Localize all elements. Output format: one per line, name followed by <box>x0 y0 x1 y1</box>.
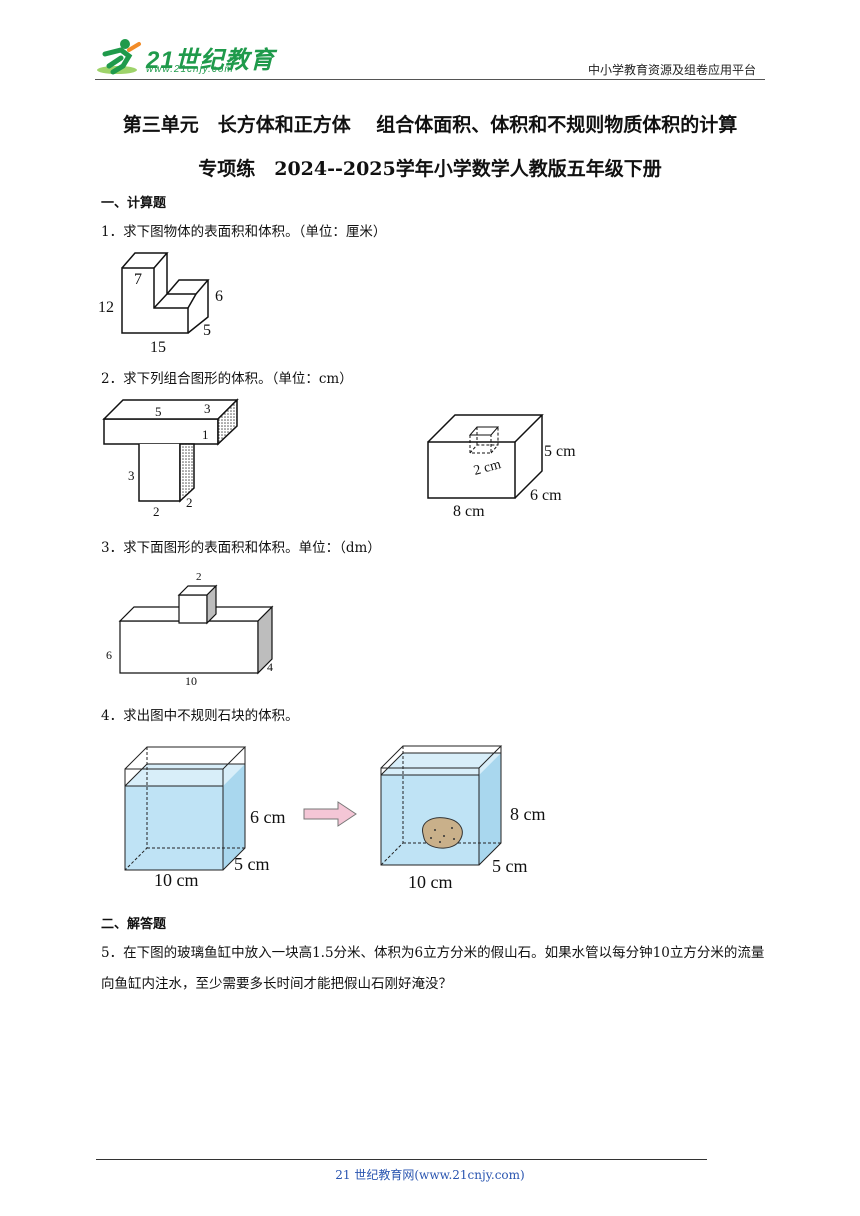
tank-b-width: 10 cm <box>408 872 453 892</box>
label-15: 15 <box>150 339 166 356</box>
question-3: 3．求下面图形的表面积和体积。单位：（dm） <box>101 540 381 556</box>
logo-text: 21世纪教育 <box>146 47 275 74</box>
label-3-left: 3 <box>128 468 135 483</box>
question-2: 2．求下列组合图形的体积。（单位：cm） <box>101 371 353 387</box>
tank-a-width: 10 cm <box>154 870 199 890</box>
figure-t-shaped-solid: 5 3 1 3 2 2 <box>102 398 239 519</box>
tank-b-depth: 5 cm <box>492 856 528 876</box>
label-5: 5 <box>203 322 211 339</box>
label-1: 1 <box>202 427 209 442</box>
label-5cm: 5 cm <box>544 443 576 460</box>
label-6: 6 <box>106 648 112 662</box>
header-divider <box>95 79 765 80</box>
label-6: 6 <box>215 288 223 305</box>
label-2-right: 2 <box>186 495 193 510</box>
figure-box-with-cube-hole: 5 cm 2 cm 6 cm 8 cm <box>427 414 576 520</box>
runner-logo-icon <box>97 39 141 75</box>
label-4: 4 <box>267 660 273 674</box>
question-5: 5．在下图的玻璃鱼缸中放入一块高1.5分米、体积为6立方分米的假山石。如果水管以… <box>101 945 765 992</box>
label-12: 12 <box>98 299 114 316</box>
label-10: 10 <box>185 674 197 688</box>
page-title: 第三单元 长方体和正方体 组合体面积、体积和不规则物质体积的计算 <box>122 114 738 136</box>
label-8cm: 8 cm <box>453 503 485 520</box>
label-7: 7 <box>134 271 142 288</box>
question-4: 4．求出图中不规则石块的体积。 <box>101 708 299 724</box>
label-3-top: 3 <box>204 401 211 416</box>
tank-after <box>380 745 503 866</box>
label-2-bottom: 2 <box>153 504 160 519</box>
tank-b-height: 8 cm <box>510 804 546 824</box>
footer-divider <box>96 1159 707 1160</box>
section-heading-answer: 二、解答题 <box>101 917 167 932</box>
question-1: 1．求下图物体的表面积和体积。（单位：厘米） <box>101 224 387 240</box>
label-6cm: 6 cm <box>530 487 562 504</box>
tank-a-depth: 5 cm <box>234 854 270 874</box>
figure-box-with-cube: 2 6 4 10 <box>106 571 274 688</box>
tank-a-height: 6 cm <box>250 807 286 827</box>
logo-url: www.21cnjy.com <box>146 64 234 75</box>
section-heading-calculation: 一、计算题 <box>101 196 167 211</box>
label-2: 2 <box>196 571 202 583</box>
stone-icon <box>422 817 463 849</box>
arrow-icon <box>303 801 357 827</box>
footer-link[interactable]: 21 世纪教育网(www.21cnjy.com) <box>335 1168 525 1182</box>
figure-water-tanks: 6 cm 5 cm 10 cm 8 cm 5 cm 10 cm <box>124 745 546 892</box>
page-subtitle: 专项练 2024--2025学年小学数学人教版五年级下册 <box>198 158 662 180</box>
figure-l-shaped-solid: 7 12 6 5 15 <box>98 252 223 356</box>
tank-before <box>124 746 247 871</box>
label-5: 5 <box>155 404 162 419</box>
label-2cm: 2 cm <box>472 457 503 479</box>
platform-name: 中小学教育资源及组卷应用平台 <box>587 63 756 77</box>
